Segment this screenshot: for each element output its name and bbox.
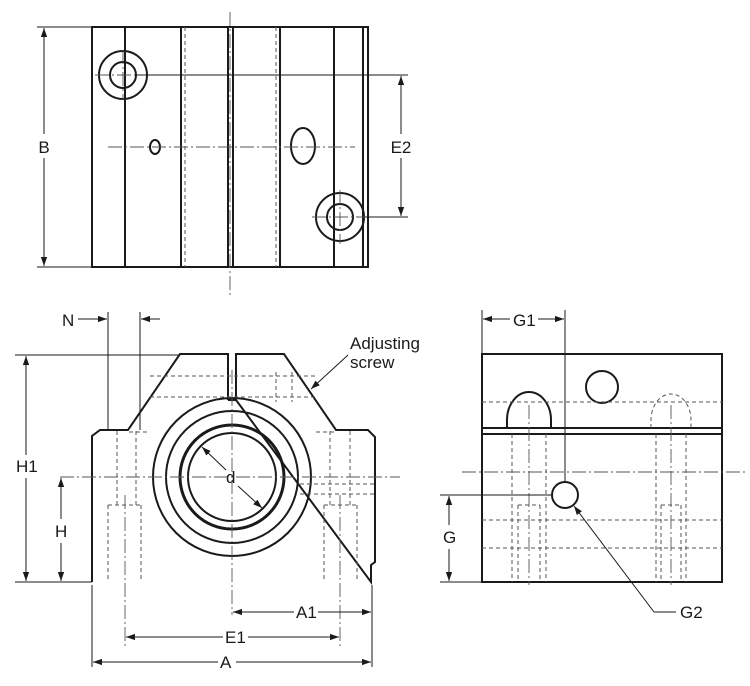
side-view (440, 310, 745, 585)
side-view-body (481, 353, 723, 583)
dimension-n: N (62, 311, 160, 330)
dimension-g1: G1 (483, 311, 564, 330)
label-h: H (55, 522, 67, 541)
label-g2: G2 (680, 603, 703, 622)
label-h1: H1 (16, 457, 38, 476)
top-view (37, 12, 408, 296)
dimension-d: d (201, 446, 263, 509)
adjusting-screw-callout: Adjusting screw (310, 334, 420, 390)
dimension-line (201, 446, 227, 471)
label-e2: E2 (391, 138, 412, 157)
label-n: N (62, 311, 74, 330)
label-e1: E1 (225, 628, 246, 647)
label-screw: screw (350, 353, 395, 372)
label-d: d (226, 468, 235, 487)
label-a: A (220, 653, 232, 672)
label-a1: A1 (296, 603, 317, 622)
lube-port (551, 481, 579, 509)
label-g1: G1 (513, 311, 536, 330)
dimension-h: H (55, 478, 67, 581)
dimension-line (237, 485, 263, 509)
oval-hole (290, 127, 316, 165)
leader-line (310, 354, 349, 390)
adjusting-screw-hole (585, 370, 619, 404)
dimension-a: A (93, 653, 371, 672)
dimension-a1: A1 (233, 603, 371, 622)
dimension-e2: E2 (391, 76, 412, 216)
label-b: B (38, 138, 49, 157)
front-view (15, 312, 400, 667)
mounting-bolt-head (506, 391, 552, 428)
label-adjusting: Adjusting (350, 334, 420, 353)
hidden-bolt-head (650, 393, 692, 428)
label-g: G (443, 528, 456, 547)
dimension-b: B (38, 28, 50, 266)
dimension-e1: E1 (126, 628, 339, 647)
dimension-h1: H1 (16, 356, 38, 581)
g2-callout: G2 (573, 505, 703, 622)
dimension-g: G (443, 496, 456, 581)
leader-line (573, 505, 655, 613)
pillow-block-outline (91, 353, 376, 586)
